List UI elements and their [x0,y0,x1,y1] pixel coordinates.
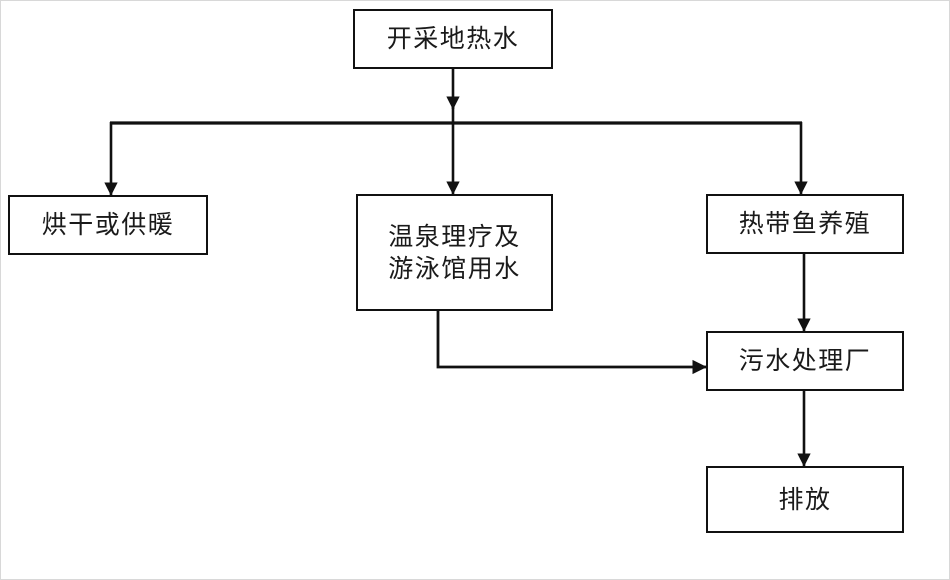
node-drying-or-heating[interactable]: 烘干或供暖 [8,195,208,255]
node-label-line: 烘干或供暖 [41,210,175,239]
connector-spa-to-plant [436,311,707,375]
node-label-line-1: 温泉理疗及 [388,221,521,251]
node-label-line: 热带鱼养殖 [738,209,872,238]
node-extract-geothermal-water[interactable]: 开采地热水 [353,9,553,69]
node-tropical-fish-farming[interactable]: 热带鱼养殖 [706,194,904,254]
node-sewage-treatment-plant[interactable]: 污水处理厂 [706,331,904,391]
node-discharge[interactable]: 排放 [706,466,904,533]
node-hot-spring-therapy-and-pool-water[interactable]: 温泉理疗及 游泳馆用水 [356,194,553,311]
node-label-line-2: 游泳馆用水 [388,253,521,283]
node-label-line: 污水处理厂 [738,346,872,375]
node-label-line: 开采地热水 [386,24,520,53]
node-label-line: 排放 [778,484,832,514]
